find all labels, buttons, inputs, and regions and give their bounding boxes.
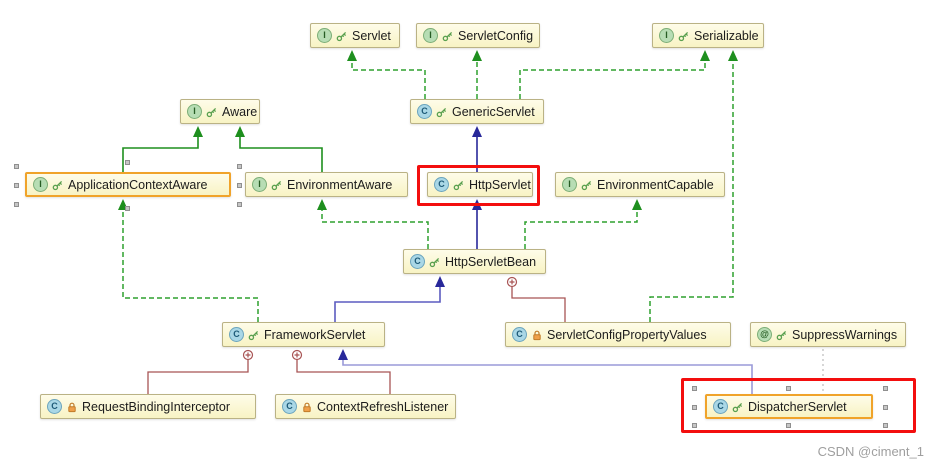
key-icon bbox=[453, 180, 464, 190]
node-label: ServletConfig bbox=[458, 28, 534, 43]
class-node-contextrefreshlistener[interactable]: C ContextRefreshListener bbox=[275, 394, 456, 419]
edge-genericservlet-implements-servlet bbox=[351, 59, 426, 99]
node-label: HttpServletBean bbox=[445, 254, 537, 269]
edge-httpservletbean-implements-environmentaware bbox=[321, 208, 429, 249]
node-label: GenericServlet bbox=[452, 104, 535, 119]
interface-icon: I bbox=[562, 177, 577, 192]
selection-handle[interactable] bbox=[883, 423, 888, 428]
class-icon: C bbox=[713, 399, 728, 414]
selection-handle[interactable] bbox=[883, 386, 888, 391]
selection-handle[interactable] bbox=[237, 202, 242, 207]
arrowheads bbox=[118, 50, 738, 360]
selection-handle[interactable] bbox=[237, 183, 242, 188]
key-icon bbox=[52, 180, 63, 190]
interface-node-applicationcontextaware[interactable]: I ApplicationContextAware bbox=[25, 172, 231, 197]
node-label: ServletConfigPropertyValues bbox=[547, 327, 707, 342]
class-node-frameworkservlet[interactable]: C FrameworkServlet bbox=[222, 322, 385, 347]
class-icon: C bbox=[410, 254, 425, 269]
key-icon bbox=[429, 257, 440, 267]
selection-handle[interactable] bbox=[14, 202, 19, 207]
interface-icon: I bbox=[423, 28, 438, 43]
class-icon: C bbox=[229, 327, 244, 342]
edge-environmentaware-extends-aware bbox=[239, 135, 323, 172]
class-icon: C bbox=[434, 177, 449, 192]
node-label: ContextRefreshListener bbox=[317, 399, 449, 414]
lock-icon bbox=[303, 402, 311, 412]
annotation-node-suppresswarnings[interactable]: @ SuppressWarnings bbox=[750, 322, 906, 347]
class-icon: C bbox=[417, 104, 432, 119]
interface-icon: I bbox=[317, 28, 332, 43]
selection-handle[interactable] bbox=[692, 386, 697, 391]
lock-icon bbox=[533, 330, 541, 340]
class-node-requestbindinginterceptor[interactable]: C RequestBindingInterceptor bbox=[40, 394, 256, 419]
key-icon bbox=[732, 402, 743, 412]
key-icon bbox=[336, 31, 347, 41]
selection-handle[interactable] bbox=[14, 164, 19, 169]
class-icon: C bbox=[47, 399, 62, 414]
class-node-httpservletbean[interactable]: C HttpServletBean bbox=[403, 249, 546, 274]
lock-icon bbox=[68, 402, 76, 412]
node-label: FrameworkServlet bbox=[264, 327, 366, 342]
node-label: EnvironmentCapable bbox=[597, 177, 714, 192]
key-icon bbox=[581, 180, 592, 190]
selection-handle[interactable] bbox=[125, 206, 130, 211]
class-node-httpservlet[interactable]: C HttpServlet bbox=[427, 172, 533, 197]
interface-node-environmentcapable[interactable]: I EnvironmentCapable bbox=[555, 172, 725, 197]
edge-genericservlet-implements-serializable bbox=[519, 59, 706, 99]
node-label: Serializable bbox=[694, 28, 759, 43]
annotation-icon: @ bbox=[757, 327, 772, 342]
key-icon bbox=[248, 330, 259, 340]
edge-httpservletbean-inner-scpv bbox=[511, 287, 566, 322]
node-label: SuppressWarnings bbox=[792, 327, 898, 342]
selection-handle[interactable] bbox=[692, 405, 697, 410]
selection-handle[interactable] bbox=[786, 423, 791, 428]
key-icon bbox=[776, 330, 787, 340]
edge-frameworkservlet-inner-contextrefreshlistener bbox=[296, 360, 391, 394]
interface-icon: I bbox=[659, 28, 674, 43]
selection-handle[interactable] bbox=[125, 160, 130, 165]
selection-handle[interactable] bbox=[692, 423, 697, 428]
key-icon bbox=[271, 180, 282, 190]
interface-node-aware[interactable]: I Aware bbox=[180, 99, 260, 124]
edge-frameworkservlet-implements-applicationcontextaware bbox=[122, 208, 259, 322]
key-icon bbox=[206, 107, 217, 117]
node-label: RequestBindingInterceptor bbox=[82, 399, 231, 414]
node-label: Servlet bbox=[352, 28, 391, 43]
edge-dispatcherservlet-extends-frameworkservlet bbox=[342, 358, 753, 394]
node-label: DispatcherServlet bbox=[748, 399, 847, 414]
class-node-dispatcherservlet[interactable]: C DispatcherServlet bbox=[705, 394, 873, 419]
edge-frameworkservlet-inner-requestbindinginterceptor bbox=[147, 360, 249, 394]
class-icon: C bbox=[512, 327, 527, 342]
interface-node-environmentaware[interactable]: I EnvironmentAware bbox=[245, 172, 408, 197]
interface-icon: I bbox=[33, 177, 48, 192]
interface-icon: I bbox=[252, 177, 267, 192]
node-label: HttpServlet bbox=[469, 177, 531, 192]
edge-frameworkservlet-extends-httpservletbean bbox=[334, 285, 441, 322]
class-node-genericservlet[interactable]: C GenericServlet bbox=[410, 99, 544, 124]
key-icon bbox=[678, 31, 689, 41]
selection-handle[interactable] bbox=[14, 183, 19, 188]
interface-node-servletconfig[interactable]: I ServletConfig bbox=[416, 23, 540, 48]
edge-httpservletbean-implements-environmentcapable bbox=[524, 208, 638, 249]
selection-handle[interactable] bbox=[883, 405, 888, 410]
interface-node-servlet[interactable]: I Servlet bbox=[310, 23, 400, 48]
interface-icon: I bbox=[187, 104, 202, 119]
edge-scpv-implements-serializable bbox=[649, 59, 734, 322]
inner-class-plus-icons bbox=[242, 276, 518, 361]
node-label: EnvironmentAware bbox=[287, 177, 393, 192]
node-label: Aware bbox=[222, 104, 258, 119]
node-label: ApplicationContextAware bbox=[68, 177, 208, 192]
edge-applicationcontextaware-extends-aware bbox=[122, 135, 199, 172]
selection-handle[interactable] bbox=[237, 164, 242, 169]
class-node-servletconfigpropertyvalues[interactable]: C ServletConfigPropertyValues bbox=[505, 322, 731, 347]
interface-node-serializable[interactable]: I Serializable bbox=[652, 23, 764, 48]
key-icon bbox=[436, 107, 447, 117]
selection-handle[interactable] bbox=[786, 386, 791, 391]
class-icon: C bbox=[282, 399, 297, 414]
key-icon bbox=[442, 31, 453, 41]
csdn-watermark: CSDN @ciment_1 bbox=[817, 444, 924, 459]
